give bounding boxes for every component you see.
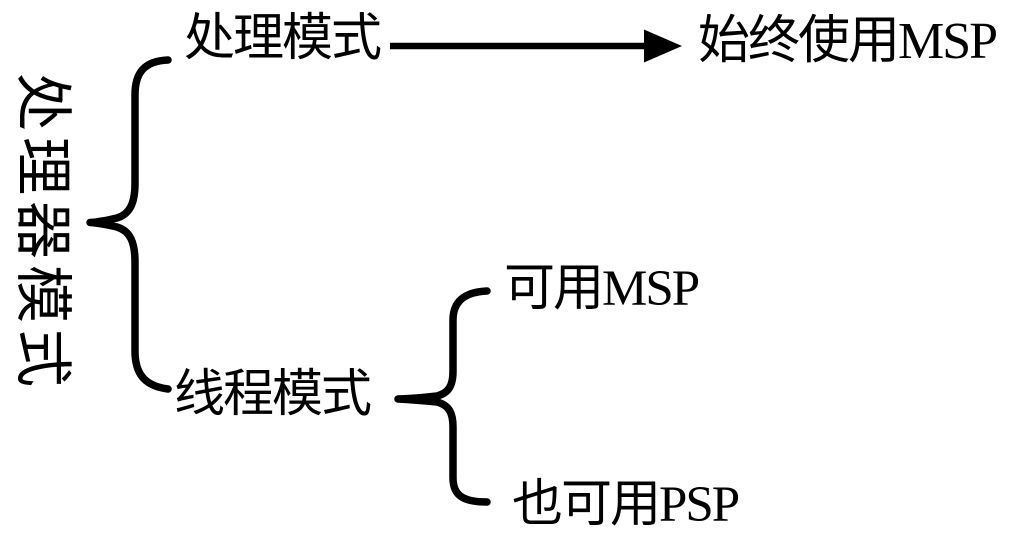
msp-option-label: 可用MSP — [504, 261, 700, 317]
always-msp-label: 始终使用MSP — [698, 13, 998, 70]
root-label: 处理器模式 — [10, 72, 75, 394]
thread-mode-label: 线程模式 — [174, 367, 372, 423]
handler-mode-label: 处理模式 — [184, 11, 382, 67]
big-brace — [86, 56, 172, 393]
small-brace — [394, 287, 491, 506]
psp-option-label: 也可用PSP — [512, 477, 740, 533]
arrow — [390, 29, 682, 63]
